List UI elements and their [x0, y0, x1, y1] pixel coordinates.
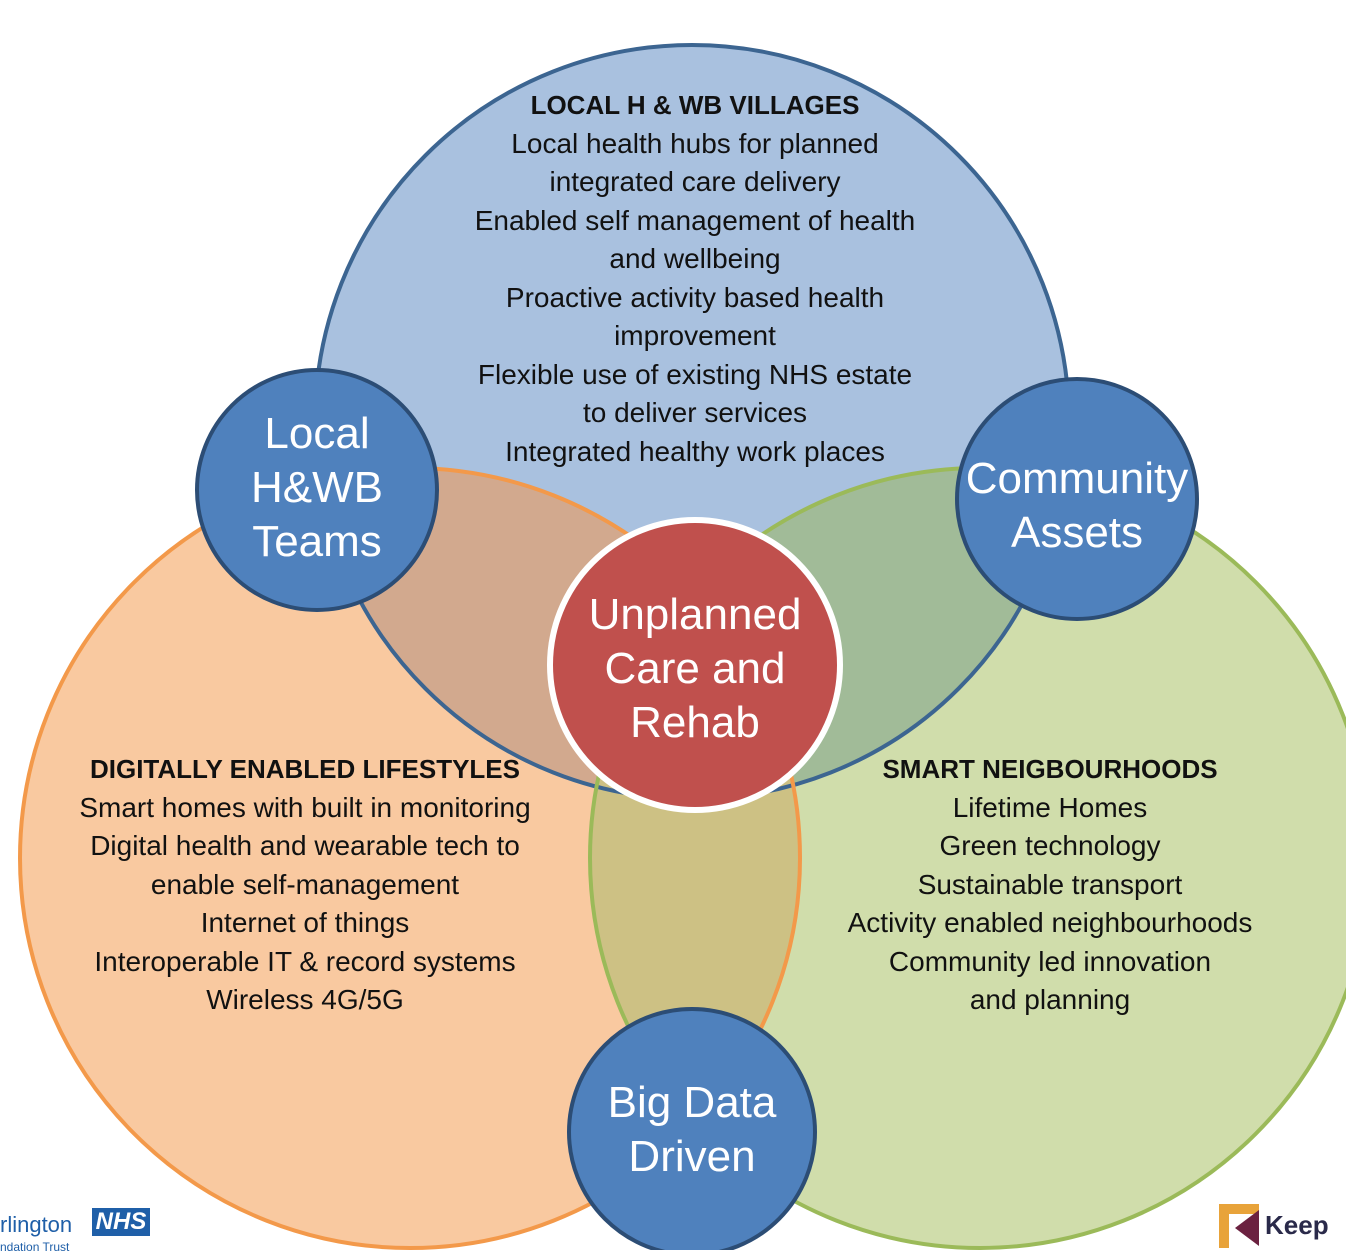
teams-label-line: H&WB	[251, 463, 383, 512]
assets-label-line: Community	[965, 454, 1189, 503]
keep-logo: Keep	[1215, 1200, 1346, 1250]
nhs-logo-mark: NHS	[95, 1208, 147, 1235]
center-label-line: Unplanned	[588, 590, 802, 639]
digital-line: Wireless 4G/5G	[206, 984, 404, 1015]
digital-line: enable self-management	[150, 868, 460, 900]
center-label: Unplanned Care and Rehab	[550, 588, 840, 750]
villages-heading: LOCAL H & WB VILLAGES	[530, 90, 860, 120]
center-label-line: Rehab	[630, 698, 760, 747]
digital-line: Interoperable IT & record systems	[94, 945, 516, 977]
keep-logo-icon	[1219, 1204, 1259, 1248]
teams-label-line: Teams	[252, 517, 382, 566]
bigdata-label-line: Big Data	[607, 1078, 777, 1127]
bigdata-node	[567, 1007, 817, 1250]
teams-label-line: Local	[264, 409, 370, 458]
villages-line: Enabled self management of health	[474, 204, 916, 236]
smart-line: and planning	[969, 984, 1131, 1015]
assets-label: Community Assets	[957, 452, 1197, 560]
smart-line: Community led innovation	[888, 945, 1212, 977]
nhs-logo: rlington NHS ndation Trust	[0, 1200, 170, 1254]
villages-text: LOCAL H & WB VILLAGES Local health hubs …	[420, 86, 970, 471]
digital-line: Internet of things	[200, 907, 410, 938]
villages-line: and wellbeing	[609, 243, 781, 274]
assets-label-line: Assets	[1010, 508, 1144, 557]
nhs-logo-sub: ndation Trust	[0, 1240, 70, 1254]
center-label-line: Care and	[604, 644, 786, 693]
villages-line: Local health hubs for planned	[511, 127, 879, 159]
smart-line: Lifetime Homes	[952, 791, 1148, 823]
villages-line: Integrated healthy work places	[505, 435, 885, 467]
digital-line: Digital health and wearable tech to	[90, 830, 520, 861]
digital-line: Smart homes with built in monitoring	[79, 791, 531, 823]
nhs-logo-place: rlington	[0, 1212, 73, 1237]
nhs-logo-box	[92, 1208, 150, 1236]
smart-line: Sustainable transport	[917, 868, 1183, 900]
villages-line: Flexible use of existing NHS estate	[477, 358, 913, 390]
smart-line: Activity enabled neighbourhoods	[847, 907, 1253, 938]
center-node	[547, 517, 843, 813]
teams-label: Local H&WB Teams	[197, 407, 437, 569]
assets-node	[955, 377, 1199, 621]
digital-text: DIGITALLY ENABLED LIFESTYLES Smart homes…	[30, 750, 580, 1020]
villages-line: to deliver services	[582, 397, 808, 428]
smart-heading: SMART NEIGBOURHOODS	[882, 754, 1218, 784]
bigdata-label: Big Data Driven	[569, 1076, 815, 1184]
bigdata-label-line: Driven	[628, 1132, 756, 1181]
villages-line: integrated care delivery	[549, 166, 841, 197]
teams-node	[195, 368, 439, 612]
villages-line: improvement	[614, 320, 776, 351]
keep-logo-word: Keep	[1265, 1210, 1329, 1240]
digital-heading: DIGITALLY ENABLED LIFESTYLES	[89, 754, 520, 784]
smart-line: Green technology	[939, 830, 1161, 861]
villages-line: Proactive activity based health	[505, 281, 885, 313]
smart-text: SMART NEIGBOURHOODS Lifetime Homes Green…	[800, 750, 1300, 1020]
